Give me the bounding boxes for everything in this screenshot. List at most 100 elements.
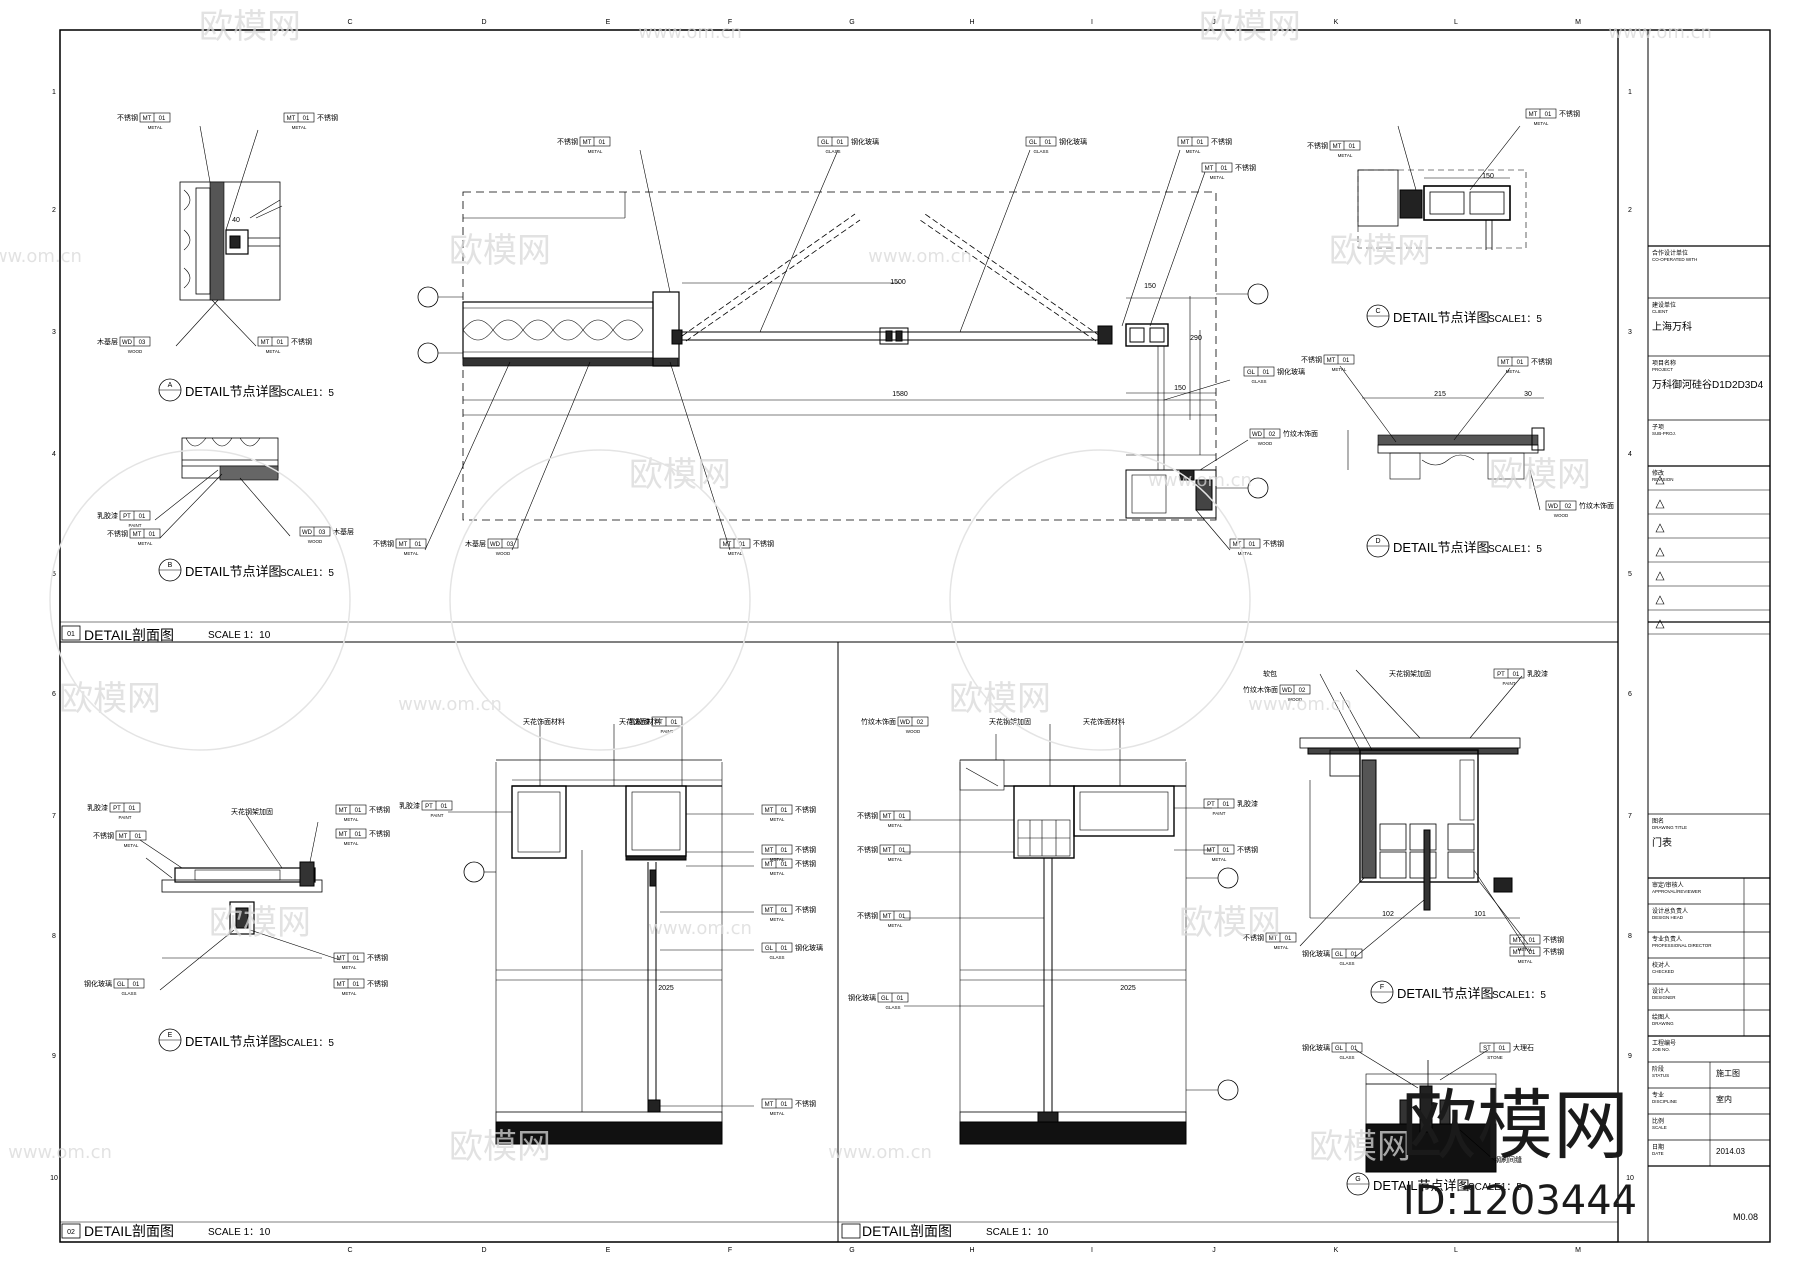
callout-code: MT	[765, 908, 774, 914]
revision-delta-icon	[1655, 523, 1665, 533]
detail-tag-title: DETAIL节点详图	[185, 1034, 282, 1049]
callout-num: 01	[159, 116, 166, 122]
detail-tag-title: DETAIL节点详图	[1393, 310, 1490, 325]
callout-sub: GLASS	[1251, 379, 1266, 384]
watermark-brand: 欧模网	[1309, 1127, 1411, 1167]
callout-sub: METAL	[770, 817, 785, 822]
callout-sub: METAL	[1332, 367, 1347, 372]
callout-label: 不锈钢	[93, 831, 114, 840]
callout-code: MT	[1233, 542, 1242, 548]
watermark-url: www.om.cn	[8, 1142, 112, 1163]
dimension-value: 30	[1524, 391, 1532, 398]
tb-label-en: REVISION	[1652, 477, 1674, 482]
tb-value: 上海万科	[1652, 320, 1692, 333]
detail-tag-scale: SCALE1：5	[280, 388, 334, 399]
callout-code: MT	[1269, 936, 1278, 942]
tb-label-en: CO-OPERATED WITH	[1652, 257, 1697, 262]
callout-sub: GLASS	[1033, 149, 1048, 154]
callout-label: 不锈钢	[795, 805, 816, 814]
callout-code: MT	[1327, 358, 1336, 364]
callout-num: 01	[1343, 358, 1350, 364]
callout-box	[651, 716, 683, 727]
detail-c-drawing	[1357, 125, 1527, 250]
callout-box	[897, 716, 929, 727]
detail-tag-key: F	[1380, 984, 1384, 991]
callout-sub: WOOD	[1554, 513, 1569, 518]
callout-label: 不锈钢	[369, 829, 390, 838]
callout-sub: METAL	[1210, 175, 1225, 180]
ruler-row-label-right: 10	[1626, 1175, 1634, 1182]
callout-box	[879, 810, 911, 821]
tb-value: 室内	[1716, 1094, 1732, 1104]
detail-tag-scale: SCALE1：5	[1488, 544, 1542, 555]
callout-num: 01	[897, 996, 904, 1002]
callout-box	[1025, 136, 1057, 147]
callout-sub: PAINT	[1503, 681, 1516, 686]
callout-label: 不锈钢	[369, 805, 390, 814]
tb-label-cn: 校对人	[1652, 961, 1670, 969]
callout-sub: METAL	[888, 857, 903, 862]
dimension-value: 150	[1144, 283, 1156, 290]
callout-code: MT	[1207, 848, 1216, 854]
tb-label-cn: 审定/审核人	[1652, 881, 1684, 889]
callout-label: 钢化玻璃	[84, 979, 112, 988]
callout-code: MT	[1205, 166, 1214, 172]
tb-label-cn: 绘图人	[1652, 1013, 1670, 1021]
callout-sub: PAINT	[431, 813, 444, 818]
revision-delta-icon	[1655, 571, 1665, 581]
callout-code: WD	[1252, 432, 1263, 438]
callout-box	[1331, 948, 1363, 959]
detail-f-drawing	[1299, 669, 1531, 959]
watermark-brand: 欧模网	[629, 455, 731, 495]
callout-code: MT	[133, 532, 142, 538]
tb-label-en: PROFESSIONAL DIRECTOR	[1652, 943, 1712, 948]
callout-num: 01	[1499, 1046, 1506, 1052]
callout-num: 01	[1349, 144, 1356, 150]
callout-code: MT	[1333, 144, 1342, 150]
callout-num: 01	[1223, 802, 1230, 808]
callout-label: 不锈钢	[857, 845, 878, 854]
callout-num: 01	[415, 542, 422, 548]
tb-label-en: CHECKED	[1652, 969, 1675, 974]
callout-num: 02	[1269, 432, 1276, 438]
callout-code: MT	[765, 848, 774, 854]
callout-num: 01	[1513, 672, 1520, 678]
panel-br-scale: SCALE 1：10	[986, 1227, 1049, 1238]
watermark-url: www.om.cn	[398, 694, 502, 715]
detail-tag-scale: SCALE1：5	[1492, 990, 1546, 1001]
callout-num: 01	[837, 140, 844, 146]
callout-label: 不锈钢	[1543, 935, 1564, 944]
ruler-col-label-bottom: H	[969, 1247, 974, 1254]
callout-sub: METAL	[770, 857, 785, 862]
watermark-url: www.om.cn	[868, 246, 972, 267]
callout-num: 01	[355, 832, 362, 838]
callout-num: 01	[1045, 140, 1052, 146]
callout-sub: METAL	[770, 917, 785, 922]
callout-box	[1279, 684, 1311, 695]
tb-label-en: DATE	[1652, 1151, 1664, 1156]
ruler-row-label-right: 2	[1628, 207, 1632, 214]
detail-g-drawing	[1355, 1049, 1497, 1173]
callout-sub: METAL	[588, 149, 603, 154]
dimension-value: 40	[232, 217, 240, 224]
callout-label: 不锈钢	[857, 811, 878, 820]
callout-sub: STONE	[1487, 1055, 1502, 1060]
callout-sub: WOOD	[128, 349, 143, 354]
dimension-value: 1580	[892, 391, 908, 398]
callout-sub: WOOD	[496, 551, 511, 556]
